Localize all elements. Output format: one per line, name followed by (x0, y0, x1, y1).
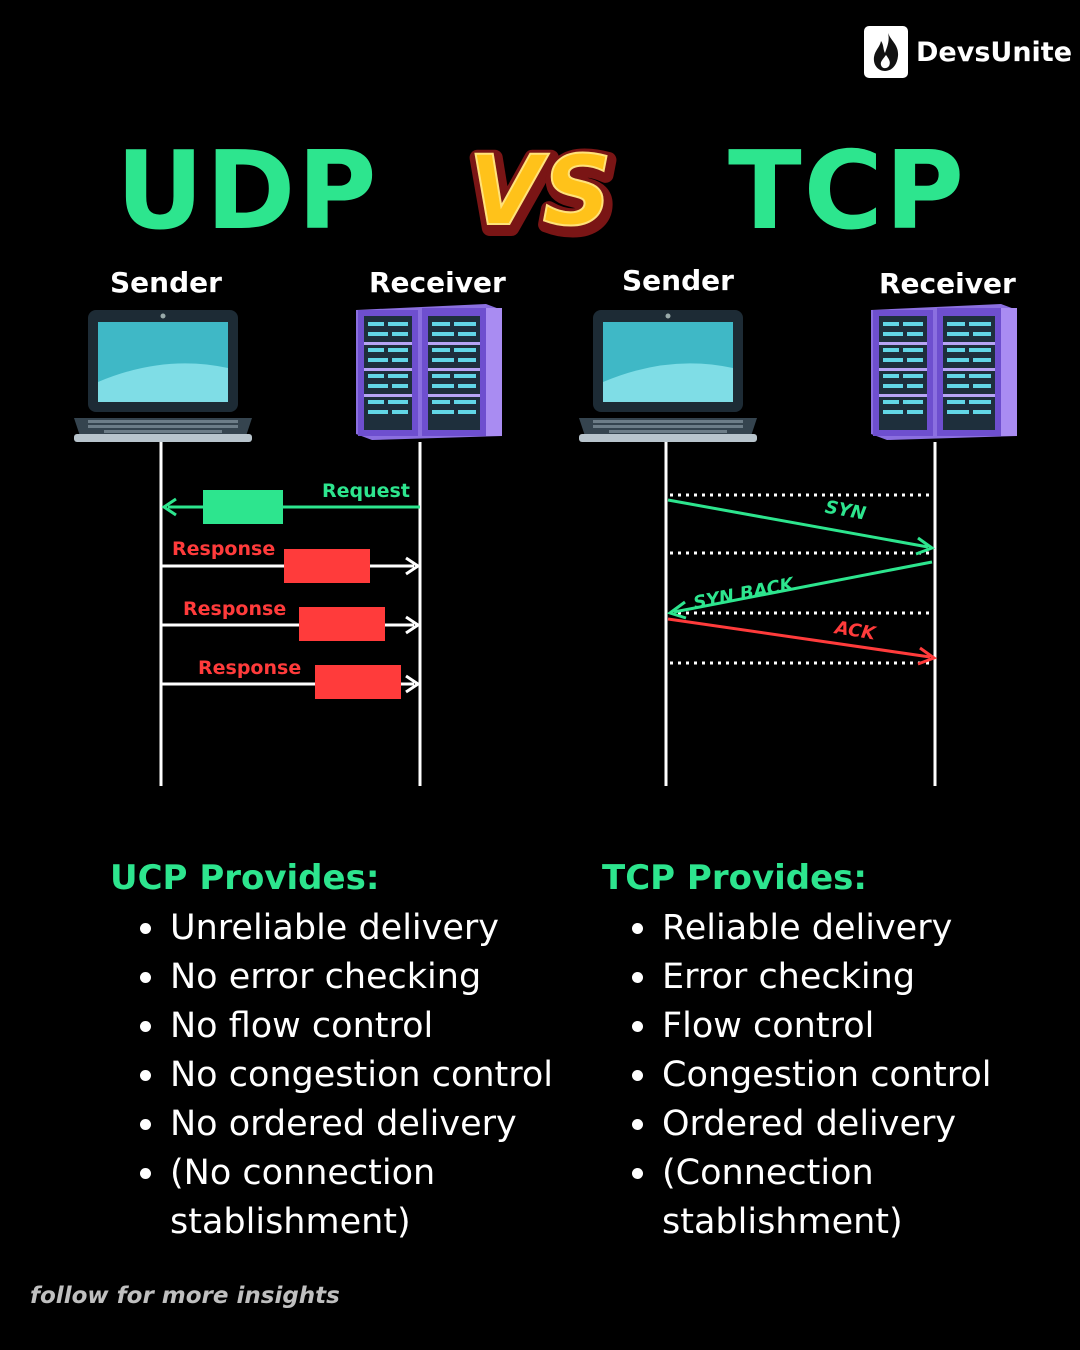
udp-feature-list: Unreliable delivery No error checking No… (110, 904, 580, 1247)
vs-fill: VS (468, 135, 611, 247)
tcp-syn-label: SYN (823, 497, 867, 525)
list-item: Reliable delivery (602, 904, 1062, 953)
brand: DevsUnite (864, 26, 1072, 78)
udp-response-packet-2 (299, 607, 385, 641)
tcp-feature-list: Reliable delivery Error checking Flow co… (602, 904, 1062, 1247)
udp-receiver-label: Receiver (369, 266, 506, 299)
list-item: Congestion control (602, 1051, 1062, 1100)
tcp-syn-arrow: SYN (667, 497, 936, 556)
udp-request-arrow: Request (161, 480, 420, 524)
list-item: No flow control (110, 1002, 580, 1051)
vs-outline: VS (470, 139, 613, 248)
tcp-sender-laptop-icon (579, 310, 757, 442)
tcp-ack-label: ACK (831, 617, 878, 645)
udp-response-arrow-3: Response (161, 657, 421, 699)
sequence-diagrams: Request Response Response Response SYN S… (74, 304, 1017, 786)
list-item: (No connection stablishment) (110, 1149, 470, 1247)
udp-provides-title: UCP Provides: (110, 858, 380, 898)
udp-sender-label: Sender (110, 266, 222, 299)
list-item: (Connection stablishment) (602, 1149, 962, 1247)
list-item: Ordered delivery (602, 1100, 1062, 1149)
tcp-receiver-label: Receiver (879, 267, 1016, 300)
udp-response-arrow-1: Response (161, 538, 421, 583)
brand-name: DevsUnite (916, 36, 1073, 68)
list-item: Unreliable delivery (110, 904, 580, 953)
vs-badge: VS VS (462, 131, 621, 248)
udp-response-packet-1 (284, 549, 370, 583)
udp-response-arrow-2: Response (161, 598, 421, 641)
tcp-title: TCP (728, 129, 967, 254)
tcp-sender-label: Sender (622, 264, 734, 297)
udp-response-packet-3 (315, 665, 401, 699)
tcp-provides-title: TCP Provides: (602, 858, 867, 898)
udp-request-packet (203, 490, 283, 524)
udp-title: UDP (116, 129, 379, 254)
list-item: No congestion control (110, 1051, 580, 1100)
list-item: Flow control (602, 1002, 1062, 1051)
udp-response-label-3: Response (198, 657, 301, 679)
tcp-receiver-server-icon (871, 304, 1017, 440)
list-item: No error checking (110, 953, 580, 1002)
flame-icon (864, 26, 908, 78)
list-item: Error checking (602, 953, 1062, 1002)
udp-receiver-server-icon (356, 304, 502, 440)
footer-cta: follow for more insights (30, 1283, 340, 1309)
udp-response-label-2: Response (183, 598, 286, 620)
udp-response-label-1: Response (172, 538, 275, 560)
tcp-syn-back-arrow: SYN BACK (666, 560, 933, 620)
tcp-syn-back-label: SYN BACK (692, 573, 798, 613)
udp-sender-laptop-icon (74, 310, 252, 442)
list-item: No ordered delivery (110, 1100, 580, 1149)
udp-request-label: Request (322, 480, 410, 502)
tcp-ack-arrow: ACK (667, 617, 938, 666)
